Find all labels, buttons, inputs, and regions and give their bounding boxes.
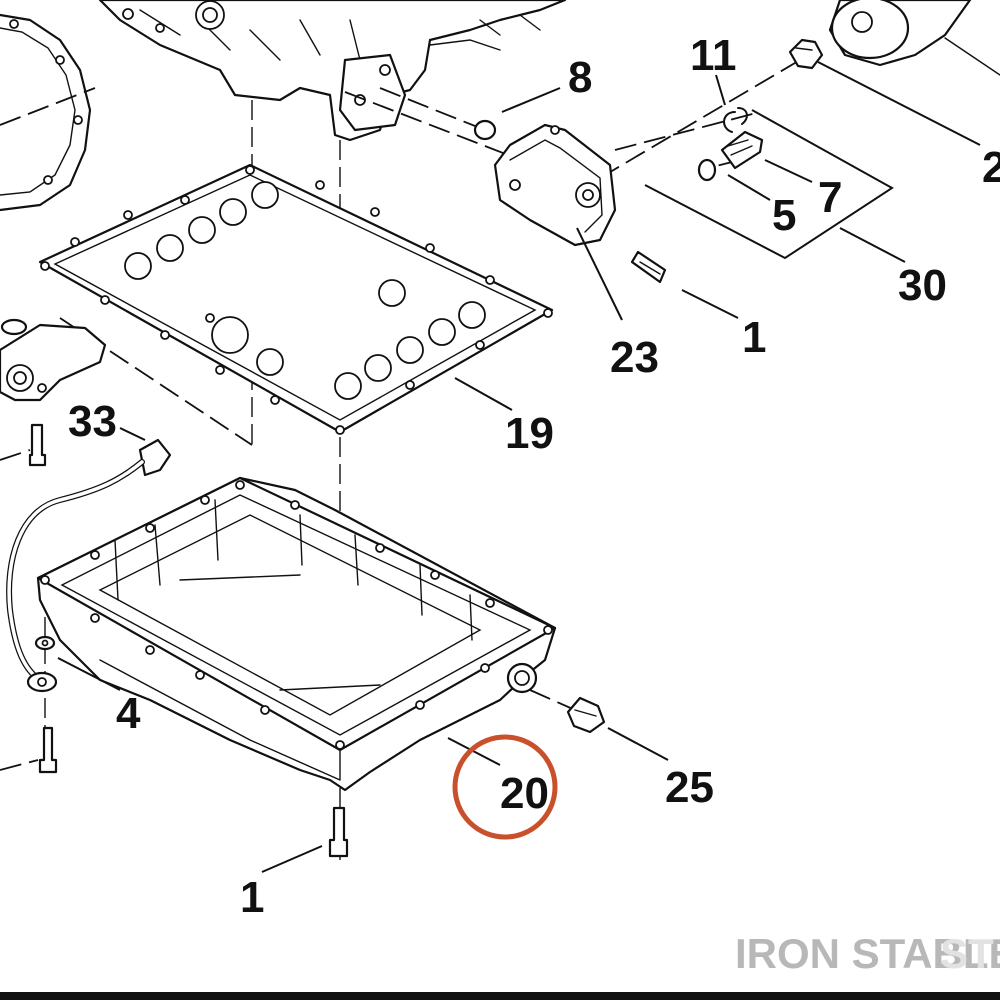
callout-33: 33 — [68, 397, 117, 446]
oil-pan — [36, 476, 557, 792]
callout-23: 23 — [610, 333, 659, 382]
left-fitting — [0, 318, 107, 402]
callout-1-bottom: 1 — [240, 873, 264, 922]
watermark: IRON STABLE — [735, 930, 1000, 977]
callout-25: 25 — [665, 763, 714, 812]
filter-adapter — [493, 123, 617, 247]
pan-bolt-bottom — [328, 806, 349, 858]
side-cover — [0, 13, 92, 212]
gasket — [38, 163, 554, 435]
callout-7: 7 — [818, 173, 842, 222]
callout-4: 4 — [116, 689, 141, 738]
callout-20: 20 — [500, 769, 549, 818]
drain-plug — [566, 696, 606, 734]
oil-filter — [828, 0, 1000, 76]
bottom-border — [0, 992, 1000, 1000]
callout-1-top: 1 — [742, 313, 766, 362]
fitting-7 — [720, 130, 764, 170]
leader-lines — [57, 61, 981, 873]
retaining-ring — [723, 107, 748, 133]
callout-11: 11 — [690, 31, 737, 80]
callout-19: 19 — [505, 409, 554, 458]
sensor-wire — [6, 438, 172, 693]
bracket-30 — [644, 109, 906, 263]
filter-nipple — [788, 38, 824, 70]
highlight-circle — [452, 734, 558, 840]
left-bolt-33 — [28, 423, 47, 467]
washer — [34, 635, 56, 651]
watermark-trailing: ST — [940, 930, 994, 977]
callout-2: 2 — [982, 143, 1000, 192]
callout-30: 30 — [898, 261, 947, 310]
callout-5: 5 — [772, 191, 796, 240]
callout-8: 8 — [568, 53, 592, 102]
pan-bolt-left — [38, 726, 58, 774]
o-ring-8 — [473, 119, 497, 141]
adapter-bolt — [630, 250, 667, 284]
o-ring-5 — [697, 158, 717, 182]
engine-crankcase — [98, 0, 567, 142]
